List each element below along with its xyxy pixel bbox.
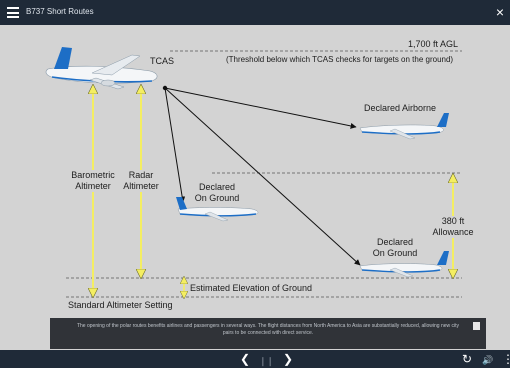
barometric-line2: Altimeter — [75, 181, 111, 191]
radar-line2: Altimeter — [123, 181, 159, 191]
arrow-to-ground-1 — [164, 87, 186, 203]
radar-altimeter-label: Radar Altimeter — [121, 170, 161, 192]
diagram-stage: 1,700 ft AGL (Threshold below which TCAS… — [0, 25, 510, 350]
volume-button[interactable]: 🔊 — [482, 355, 494, 365]
ground-aircraft-2-icon — [359, 251, 449, 278]
allowance-line2: Allowance — [432, 227, 474, 237]
caption-panel: The opening of the polar routes benefits… — [50, 318, 486, 349]
close-icon[interactable]: × — [495, 4, 504, 20]
menu-icon[interactable] — [7, 7, 19, 18]
own-aircraft-icon — [45, 47, 158, 90]
pause-button[interactable]: ❙❙ — [259, 356, 275, 366]
radar-line1: Radar — [128, 170, 154, 180]
caption-text: The opening of the polar routes benefits… — [76, 323, 460, 336]
altimeter-setting-label: Standard Altimeter Setting — [68, 300, 173, 310]
allowance-label: 380 ft Allowance — [430, 216, 476, 238]
bottom-bar: ❮ ❙❙ ❯ ↻ 🔊 ⋮ — [0, 350, 510, 368]
declared-ground-1-line1: Declared — [198, 182, 236, 192]
airborne-aircraft-icon — [359, 113, 449, 140]
declared-airborne-label: Declared Airborne — [364, 103, 437, 113]
elevation-label: Estimated Elevation of Ground — [190, 283, 313, 293]
agl-label: 1,700 ft AGL — [408, 39, 459, 49]
arrow-to-ground-2 — [164, 87, 361, 266]
arrow-to-airborne — [164, 87, 357, 129]
prev-button[interactable]: ❮ — [240, 352, 251, 366]
barometric-altimeter-label: Barometric Altimeter — [68, 170, 118, 192]
transcript-icon[interactable] — [473, 322, 480, 330]
declared-ground-1-line2: On Ground — [194, 193, 240, 203]
next-button[interactable]: ❯ — [283, 352, 294, 366]
diagram-graphics — [45, 47, 462, 350]
declared-ground-2-line2: On Ground — [372, 248, 418, 258]
app-title: B737 Short Routes — [26, 7, 94, 16]
top-bar: B737 Short Routes × — [0, 0, 510, 25]
ground-aircraft-1-icon — [176, 197, 259, 222]
declared-ground-1-label: Declared On Ground — [190, 182, 244, 204]
declared-ground-2-label: Declared On Ground — [368, 237, 422, 259]
more-button[interactable]: ⋮ — [502, 352, 510, 366]
allowance-line1: 380 ft — [441, 216, 465, 226]
replay-button[interactable]: ↻ — [462, 352, 473, 366]
barometric-line1: Barometric — [71, 170, 115, 180]
declared-ground-2-line1: Declared — [376, 237, 414, 247]
threshold-note: (Threshold below which TCAS checks for t… — [226, 55, 454, 64]
tcas-label: TCAS — [150, 56, 175, 66]
